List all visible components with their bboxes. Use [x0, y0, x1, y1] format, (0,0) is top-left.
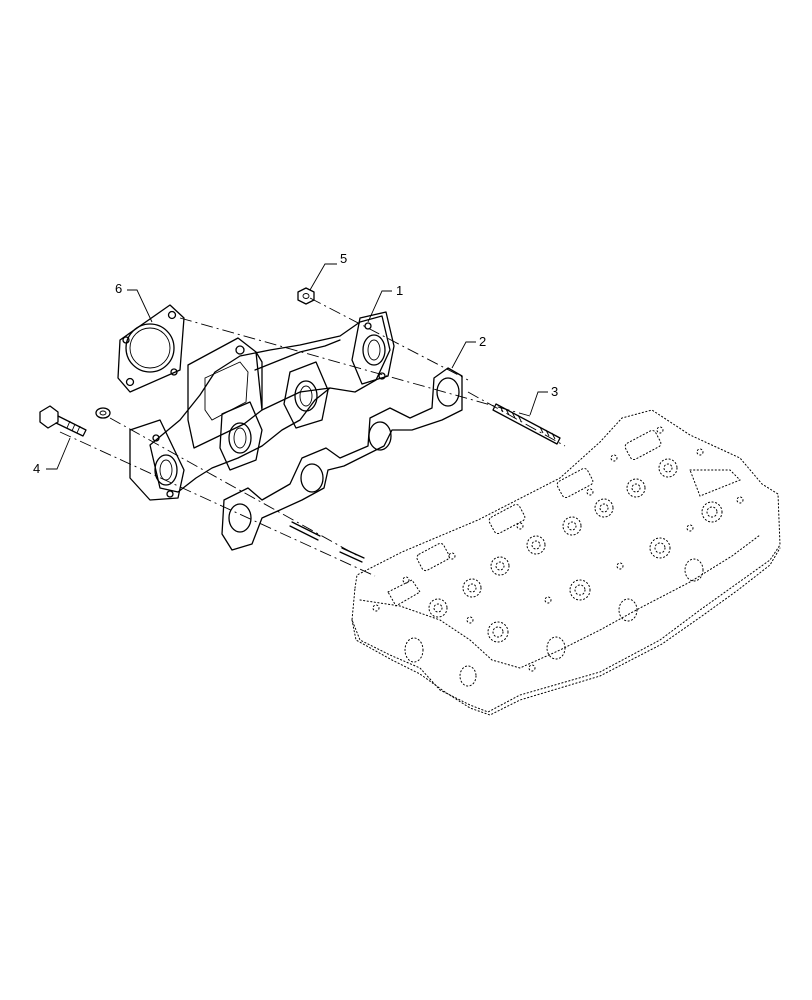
head-small-holes: [372, 426, 744, 672]
head-port-openings: [404, 558, 704, 687]
cylinder-head: [351, 409, 781, 716]
manifold-port-flanges: [129, 311, 395, 501]
flange-gasket: [117, 304, 185, 393]
callout-4: 4: [33, 461, 40, 476]
exploded-center-lines: [59, 297, 566, 577]
head-top-pockets: [387, 429, 741, 607]
callout-5: 5: [340, 251, 347, 266]
exhaust-manifold: [129, 311, 395, 501]
washer: [95, 407, 111, 419]
manifold-gasket: [221, 367, 463, 551]
callout-1: 1: [396, 283, 403, 298]
nut: [297, 287, 315, 305]
callout-3: 3: [551, 384, 558, 399]
callout-labels: 1 2 3 4 5 6: [33, 251, 558, 476]
callout-6: 6: [115, 281, 122, 296]
head-studs: [289, 521, 365, 563]
callout-2: 2: [479, 334, 486, 349]
bolt: [39, 405, 87, 437]
stud: [492, 403, 561, 445]
callout-leaders: [46, 263, 548, 470]
head-bolt-bosses: [428, 458, 723, 643]
